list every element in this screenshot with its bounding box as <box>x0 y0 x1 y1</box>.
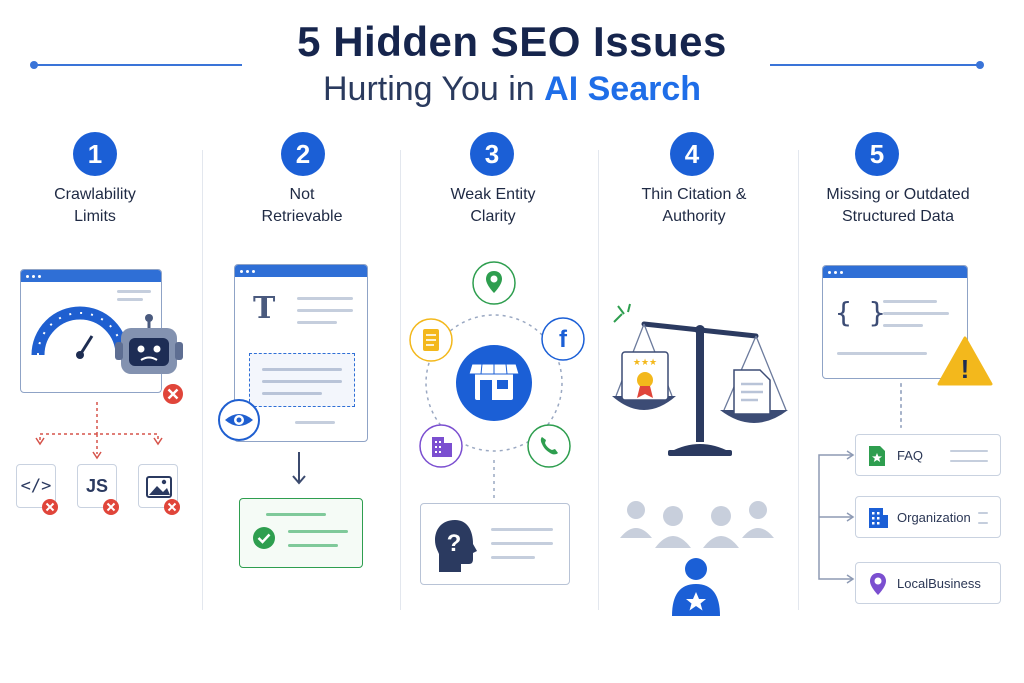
column-divider <box>202 150 203 610</box>
faq-icon <box>869 446 885 466</box>
facebook-letter: f <box>559 326 568 353</box>
error-badge-icon <box>103 499 119 515</box>
header-divider-right <box>770 64 980 66</box>
header-dot-right <box>976 61 984 69</box>
error-badge-icon <box>161 382 185 406</box>
error-badge-icon <box>164 499 180 515</box>
error-badge-icon <box>42 499 58 515</box>
document-letter: T <box>253 291 276 326</box>
selection-box <box>249 353 355 407</box>
schema-label: LocalBusiness <box>897 576 981 591</box>
star-user-icon <box>672 558 720 616</box>
unclear-entity-card: ? <box>420 503 570 585</box>
schema-item-localbusiness: LocalBusiness <box>855 562 1001 604</box>
schema-label: Organization <box>897 510 971 525</box>
code-window-icon: { } <box>822 265 968 379</box>
header-dot-left <box>30 61 38 69</box>
people-group-icon <box>620 501 774 548</box>
page-title: 5 Hidden SEO Issues <box>297 18 727 65</box>
entity-network-lines <box>425 314 563 498</box>
issue-title: Not Retrievable <box>261 186 343 225</box>
building-icon <box>419 424 463 468</box>
organization-icon <box>869 508 888 528</box>
blocked-connector-lines <box>35 402 163 460</box>
warning-icon: ! <box>937 336 993 386</box>
question-mark: ? <box>447 530 462 557</box>
column-divider <box>798 150 799 610</box>
schema-dotted-connector <box>900 384 902 428</box>
storefront-icon <box>456 345 532 421</box>
issue-number-badge: 1 <box>73 132 117 176</box>
down-arrow-icon <box>292 452 306 485</box>
location-pin-icon <box>472 261 516 305</box>
schema-connector-lines <box>818 383 902 584</box>
robot-icon <box>115 314 183 374</box>
certificate-icon: ★★★ <box>621 351 669 401</box>
phone-icon <box>527 424 571 468</box>
subtitle-accent: AI Search <box>544 70 702 108</box>
issue-number-badge: 5 <box>855 132 899 176</box>
question-head-icon: ? <box>435 520 477 572</box>
subtitle-prefix: Hurting You in <box>322 70 545 108</box>
notes-icon <box>409 318 453 362</box>
issue-title: Weak Entity Clarity <box>450 186 536 225</box>
local-business-icon <box>870 573 886 595</box>
column-divider <box>598 150 599 610</box>
speedometer-icon <box>31 306 129 359</box>
issue-number-badge: 2 <box>281 132 325 176</box>
code-braces: { } <box>835 296 886 329</box>
schema-item-organization: Organization <box>855 496 1001 538</box>
retrieval-result-card <box>239 498 363 568</box>
issue-title: Thin Citation & Authority <box>641 186 747 225</box>
code-file-icon: </> <box>16 464 56 508</box>
column-divider <box>400 150 401 610</box>
facebook-icon: f <box>541 317 585 361</box>
svg-text:★★★: ★★★ <box>633 357 657 367</box>
eye-icon <box>218 399 260 441</box>
issue-number-badge: 4 <box>670 132 714 176</box>
schema-label: FAQ <box>897 448 924 463</box>
schema-item-faq: FAQ <box>855 434 1001 476</box>
page-subtitle: Hurting You in AI Search <box>0 70 1024 109</box>
issue-number-badge: 3 <box>470 132 514 176</box>
document-icon <box>733 369 771 415</box>
header-divider-left <box>34 64 242 66</box>
warning-mark: ! <box>961 354 970 384</box>
check-icon <box>253 527 275 549</box>
issue-title: Crawlability Limits <box>54 186 136 225</box>
issue-title: Missing or Outdated Structured Data <box>826 186 970 225</box>
